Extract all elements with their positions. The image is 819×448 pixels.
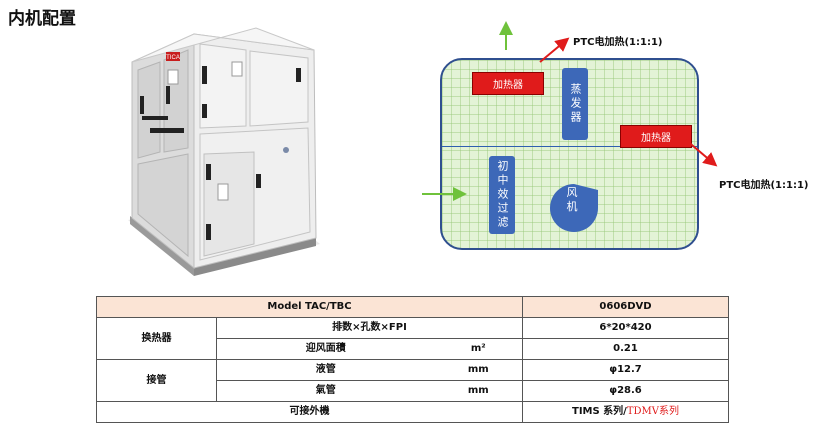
table-row: 接管 液管 mm φ12.7 [96,359,729,402]
liquid-pipe-label-cell: 液管 [216,359,435,381]
model-label-cell: Model TAC/TBC [96,296,523,318]
face-area-unit-cell: m² [434,338,523,360]
unit-photo: TICA [122,24,322,286]
filter-block: 初中效过滤 [489,156,515,234]
spec-table: Model TAC/TBC 0606DVD 换热器 排数×孔数×FPI 6*20… [96,296,729,423]
face-area-label-cell: 迎风面積 [216,338,435,360]
connectable-value-b: TDMV系列 [626,406,679,417]
page-title: 内机配置 [8,9,76,29]
pipe-group-cell: 接管 [96,359,217,402]
connectable-value-cell: TIMS 系列/TDMV系列 [522,401,729,423]
ptc-pointer-top [539,37,570,63]
ptc-label-right: PTC电加热(1:1:1) [719,180,809,191]
model-value-cell: 0606DVD [522,296,729,318]
configuration-diagram: 加热器 加热器 蒸发器 初中效过滤 风机 PTC电加热(1:1:1) PTC电加… [410,18,819,258]
gas-pipe-value-cell: φ28.6 [522,380,729,402]
liquid-pipe-unit-cell: mm [434,359,523,381]
ptc-pointer-right [685,139,718,167]
chamber-divider [442,146,697,147]
unit-housing: 加热器 加热器 蒸发器 初中效过滤 风机 [440,58,699,250]
fan-label: 风机 [566,186,578,213]
connectable-label-cell: 可接外機 [96,401,523,423]
heater-block-right: 加热器 [620,125,692,148]
connectable-value-a: TIMS 系列/ [572,406,627,417]
heat-exchanger-group-cell: 换热器 [96,317,217,360]
table-row: 可接外機 TIMS 系列/TDMV系列 [96,401,729,423]
table-row: 迎风面積 m² 0.21 [97,338,729,360]
table-row: 换热器 排数×孔数×FPI 6*20*420 [96,317,729,360]
gas-pipe-unit-cell: mm [434,380,523,402]
ptc-label-top: PTC电加热(1:1:1) [573,37,663,48]
fin-spec-label-cell: 排数×孔数×FPI [216,317,523,339]
evaporator-block: 蒸发器 [562,68,588,140]
logo-text: TICA [166,55,180,61]
face-area-value-cell: 0.21 [522,338,729,360]
indoor-unit-image: TICA [128,27,320,276]
fan-icon [550,184,598,232]
table-row: 氣管 mm φ28.6 [97,380,729,402]
table-row: Model TAC/TBC 0606DVD [96,296,729,318]
gas-pipe-label-cell: 氣管 [216,380,435,402]
heater-block-top: 加热器 [472,72,544,95]
fin-spec-value-cell: 6*20*420 [522,317,729,339]
liquid-pipe-value-cell: φ12.7 [522,359,729,381]
airflow-arrows [422,21,718,201]
